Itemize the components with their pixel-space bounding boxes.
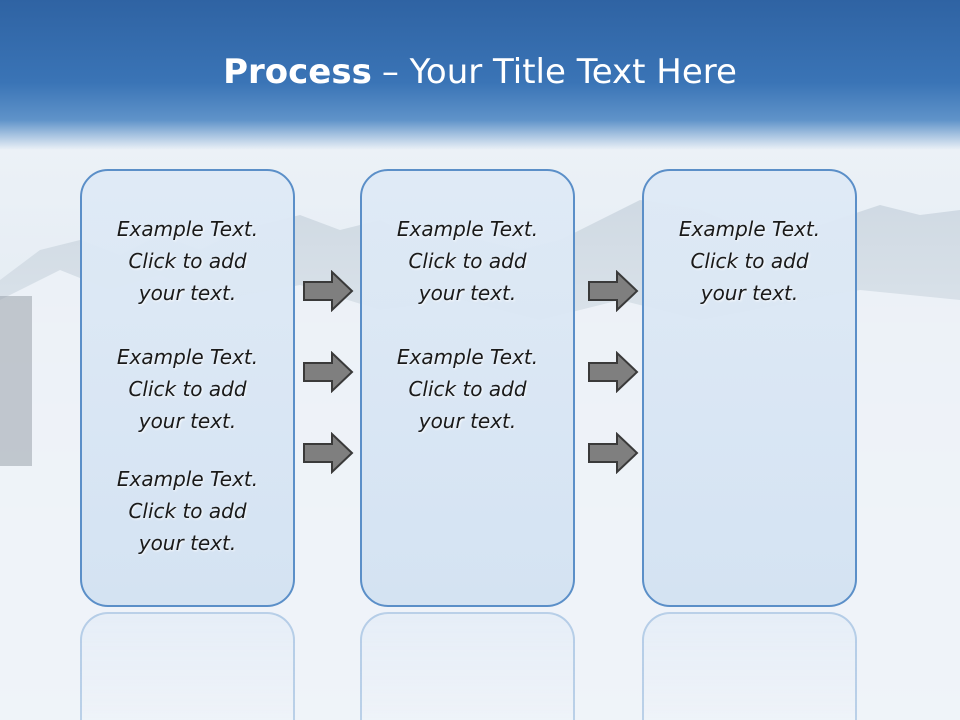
text-placeholder[interactable]: Example Text. Click to add your text. xyxy=(82,341,293,437)
title-bold: Process xyxy=(223,52,372,92)
box-reflection xyxy=(360,612,575,720)
right-arrow-icon xyxy=(303,270,354,312)
text-line: Click to add xyxy=(408,249,527,273)
text-line: Click to add xyxy=(128,249,247,273)
title-rest: – Your Title Text Here xyxy=(381,52,737,92)
text-line: your text. xyxy=(418,281,517,305)
right-arrow-icon xyxy=(303,432,354,474)
box-reflection xyxy=(642,612,857,720)
process-box-2[interactable]: Example Text. Click to add your text. Ex… xyxy=(360,169,575,607)
text-placeholder[interactable]: Example Text. Click to add your text. xyxy=(82,463,293,559)
text-line: your text. xyxy=(700,281,799,305)
text-line: Click to add xyxy=(128,499,247,523)
text-placeholder[interactable]: Example Text. Click to add your text. xyxy=(644,213,855,309)
right-arrow-icon xyxy=(303,351,354,393)
text-line: Example Text. xyxy=(678,217,821,241)
text-line: your text. xyxy=(138,281,237,305)
text-line: Example Text. xyxy=(116,467,259,491)
right-arrow-icon xyxy=(588,432,639,474)
process-box-3[interactable]: Example Text. Click to add your text. xyxy=(642,169,857,607)
box-reflection xyxy=(80,612,295,720)
text-line: Example Text. xyxy=(396,217,539,241)
process-box-1[interactable]: Example Text. Click to add your text. Ex… xyxy=(80,169,295,607)
text-line: Click to add xyxy=(408,377,527,401)
text-line: Example Text. xyxy=(396,345,539,369)
text-placeholder[interactable]: Example Text. Click to add your text. xyxy=(362,213,573,309)
text-line: Example Text. xyxy=(116,217,259,241)
text-placeholder[interactable]: Example Text. Click to add your text. xyxy=(82,213,293,309)
right-arrow-icon xyxy=(588,270,639,312)
text-placeholder[interactable]: Example Text. Click to add your text. xyxy=(362,341,573,437)
right-arrow-icon xyxy=(588,351,639,393)
text-line: your text. xyxy=(418,409,517,433)
page-title: Process– Your Title Text Here xyxy=(0,52,960,92)
text-line: your text. xyxy=(138,531,237,555)
text-line: Click to add xyxy=(128,377,247,401)
text-line: your text. xyxy=(138,409,237,433)
header-band xyxy=(0,0,960,150)
text-line: Click to add xyxy=(690,249,809,273)
text-line: Example Text. xyxy=(116,345,259,369)
